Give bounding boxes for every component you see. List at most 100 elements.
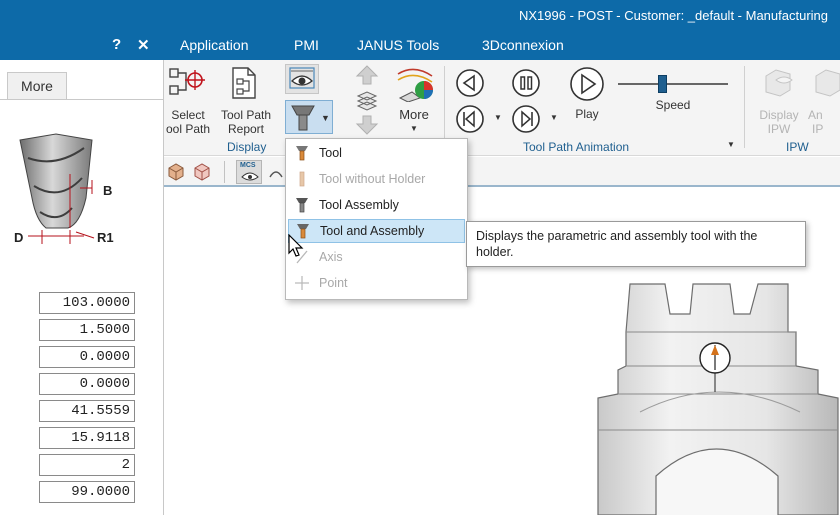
tool-path-report-label-1: Tool Path — [220, 108, 272, 122]
select-tool-path-label-1: Select — [171, 108, 205, 122]
value-field-4[interactable]: 0.0000 — [39, 373, 135, 395]
step-forward-icon[interactable] — [510, 104, 542, 134]
display-ipw-icon — [765, 69, 793, 97]
animate-ipw-label-1: An — [808, 108, 823, 122]
select-tool-path-label-2: ool Path — [165, 122, 211, 136]
menu-item-tool-assembly[interactable]: Tool Assembly — [288, 193, 465, 217]
select-tool-path-button[interactable]: Select ool Path — [164, 64, 212, 136]
step-back-icon[interactable] — [454, 104, 486, 134]
more-label: More — [399, 107, 429, 122]
menu-item-tool-assembly-label: Tool Assembly — [319, 198, 399, 212]
more-button[interactable]: More ▼ — [390, 64, 438, 136]
point-icon — [295, 276, 309, 290]
menu-item-tool[interactable]: Tool — [288, 141, 465, 165]
value-field-8[interactable]: 99.0000 — [39, 481, 135, 503]
left-panel: More B D R1 103.0000 1.5000 0.0000 0.000… — [0, 60, 164, 515]
menu-item-tool-label: Tool — [319, 146, 342, 160]
display-group-label: Display — [227, 140, 267, 154]
eye-icon — [289, 67, 315, 89]
report-icon — [232, 67, 256, 99]
title-bar: NX1996 - POST - Customer: _default - Man… — [0, 0, 840, 31]
menu-item-point-label: Point — [319, 276, 348, 290]
tool-holder-icon — [291, 105, 315, 131]
display-ipw-button: Display IPW — [754, 64, 804, 136]
tool-display-dropdown-button[interactable]: ▼ — [285, 100, 333, 134]
pause-icon[interactable] — [510, 68, 542, 98]
value-field-6[interactable]: 15.9118 — [39, 427, 135, 449]
menu-janus-tools[interactable]: JANUS Tools — [357, 37, 440, 53]
speed-slider-thumb[interactable] — [658, 75, 667, 93]
ribbon-separator — [444, 66, 445, 148]
display-toggle-button[interactable] — [285, 64, 319, 94]
tooltip-line-1: Displays the parametric and assembly too… — [476, 229, 758, 243]
left-panel-header: ? ✕ — [0, 31, 164, 60]
tool-display-dropdown: Tool Tool without Holder Tool Assembly T… — [285, 138, 468, 300]
close-button[interactable]: ✕ — [137, 37, 150, 54]
menu-item-tool-without-holder-label: Tool without Holder — [319, 172, 426, 186]
view-toggle-icon[interactable] — [268, 163, 284, 181]
menu-item-tool-and-assembly[interactable]: Tool and Assembly — [288, 219, 465, 243]
animation-group-label: Tool Path Animation — [523, 140, 630, 154]
tooltip: Displays the parametric and assembly too… — [466, 221, 806, 267]
help-button[interactable]: ? — [112, 36, 122, 53]
tab-divider — [0, 99, 163, 100]
arrow-stack-icons — [355, 65, 379, 135]
chevron-down-icon: ▼ — [410, 124, 418, 133]
dimension-d-label: D — [14, 230, 23, 245]
animate-ipw-label-2: IP — [812, 122, 824, 134]
eye-icon — [241, 172, 259, 181]
menu-item-tool-without-holder: Tool without Holder — [288, 167, 465, 191]
graphics-window-holder-model[interactable] — [560, 262, 840, 515]
rewind-icon[interactable] — [454, 68, 486, 98]
tool-path-report-label-2: Report — [227, 122, 265, 136]
tool-and-assembly-icon — [297, 224, 309, 239]
chevron-down-icon[interactable]: ▼ — [494, 113, 502, 122]
tool-assembly-icon — [296, 198, 308, 213]
display-ipw-label-1: Display — [759, 108, 799, 122]
axis-icon — [296, 250, 308, 264]
play-icon — [570, 67, 604, 101]
mouse-cursor-icon — [288, 234, 304, 257]
ribbon-separator — [744, 66, 745, 148]
play-button[interactable]: Play — [566, 64, 608, 124]
menu-item-axis: Axis — [288, 245, 465, 269]
more-tab[interactable]: More — [7, 72, 67, 100]
group-options-icon[interactable]: ▼ — [727, 140, 735, 149]
view-toolbar: MCS — [164, 157, 840, 187]
menu-pmi[interactable]: PMI — [294, 37, 319, 53]
chevron-down-icon[interactable]: ▼ — [550, 113, 558, 122]
tool-icon — [296, 146, 308, 161]
tool-diagram: B D R1 — [14, 133, 114, 245]
ribbon: Select ool Path Tool Path Report ▼ — [164, 60, 840, 156]
value-field-2[interactable]: 1.5000 — [39, 319, 135, 341]
menu-application[interactable]: Application — [180, 37, 249, 53]
menu-item-point: Point — [288, 271, 465, 295]
toolbar-separator — [224, 161, 225, 183]
speed-slider-track — [618, 83, 728, 85]
shaded-view-icon[interactable] — [166, 162, 186, 182]
mcs-label: MCS — [240, 162, 256, 169]
dimension-r1-label: R1 — [97, 230, 114, 245]
speed-slider[interactable] — [618, 74, 728, 94]
tool-without-holder-icon — [299, 171, 305, 187]
display-ipw-label-2: IPW — [767, 122, 791, 136]
value-field-3[interactable]: 0.0000 — [39, 346, 135, 368]
menu-3dconnexion[interactable]: 3Dconnexion — [482, 37, 564, 53]
menu-item-tool-and-assembly-label: Tool and Assembly — [320, 224, 425, 238]
animate-ipw-button: An IP — [808, 64, 840, 134]
value-field-1[interactable]: 103.0000 — [39, 292, 135, 314]
window-title: NX1996 - POST - Customer: _default - Man… — [518, 8, 828, 23]
mcs-display-button[interactable]: MCS — [236, 160, 262, 184]
animate-ipw-icon — [815, 69, 840, 97]
select-tool-path-icon — [169, 68, 205, 95]
tool-path-report-button[interactable]: Tool Path Report — [216, 64, 276, 136]
speed-label: Speed — [655, 98, 691, 112]
ipw-group-label: IPW — [786, 140, 809, 154]
dimension-b-label: B — [103, 183, 112, 198]
play-label: Play — [575, 107, 599, 121]
value-field-7[interactable]: 2 — [39, 454, 135, 476]
value-field-5[interactable]: 41.5559 — [39, 400, 135, 422]
menu-item-axis-label: Axis — [319, 250, 343, 264]
box-view-icon[interactable] — [192, 162, 212, 182]
tooltip-line-2: holder. — [476, 245, 514, 259]
